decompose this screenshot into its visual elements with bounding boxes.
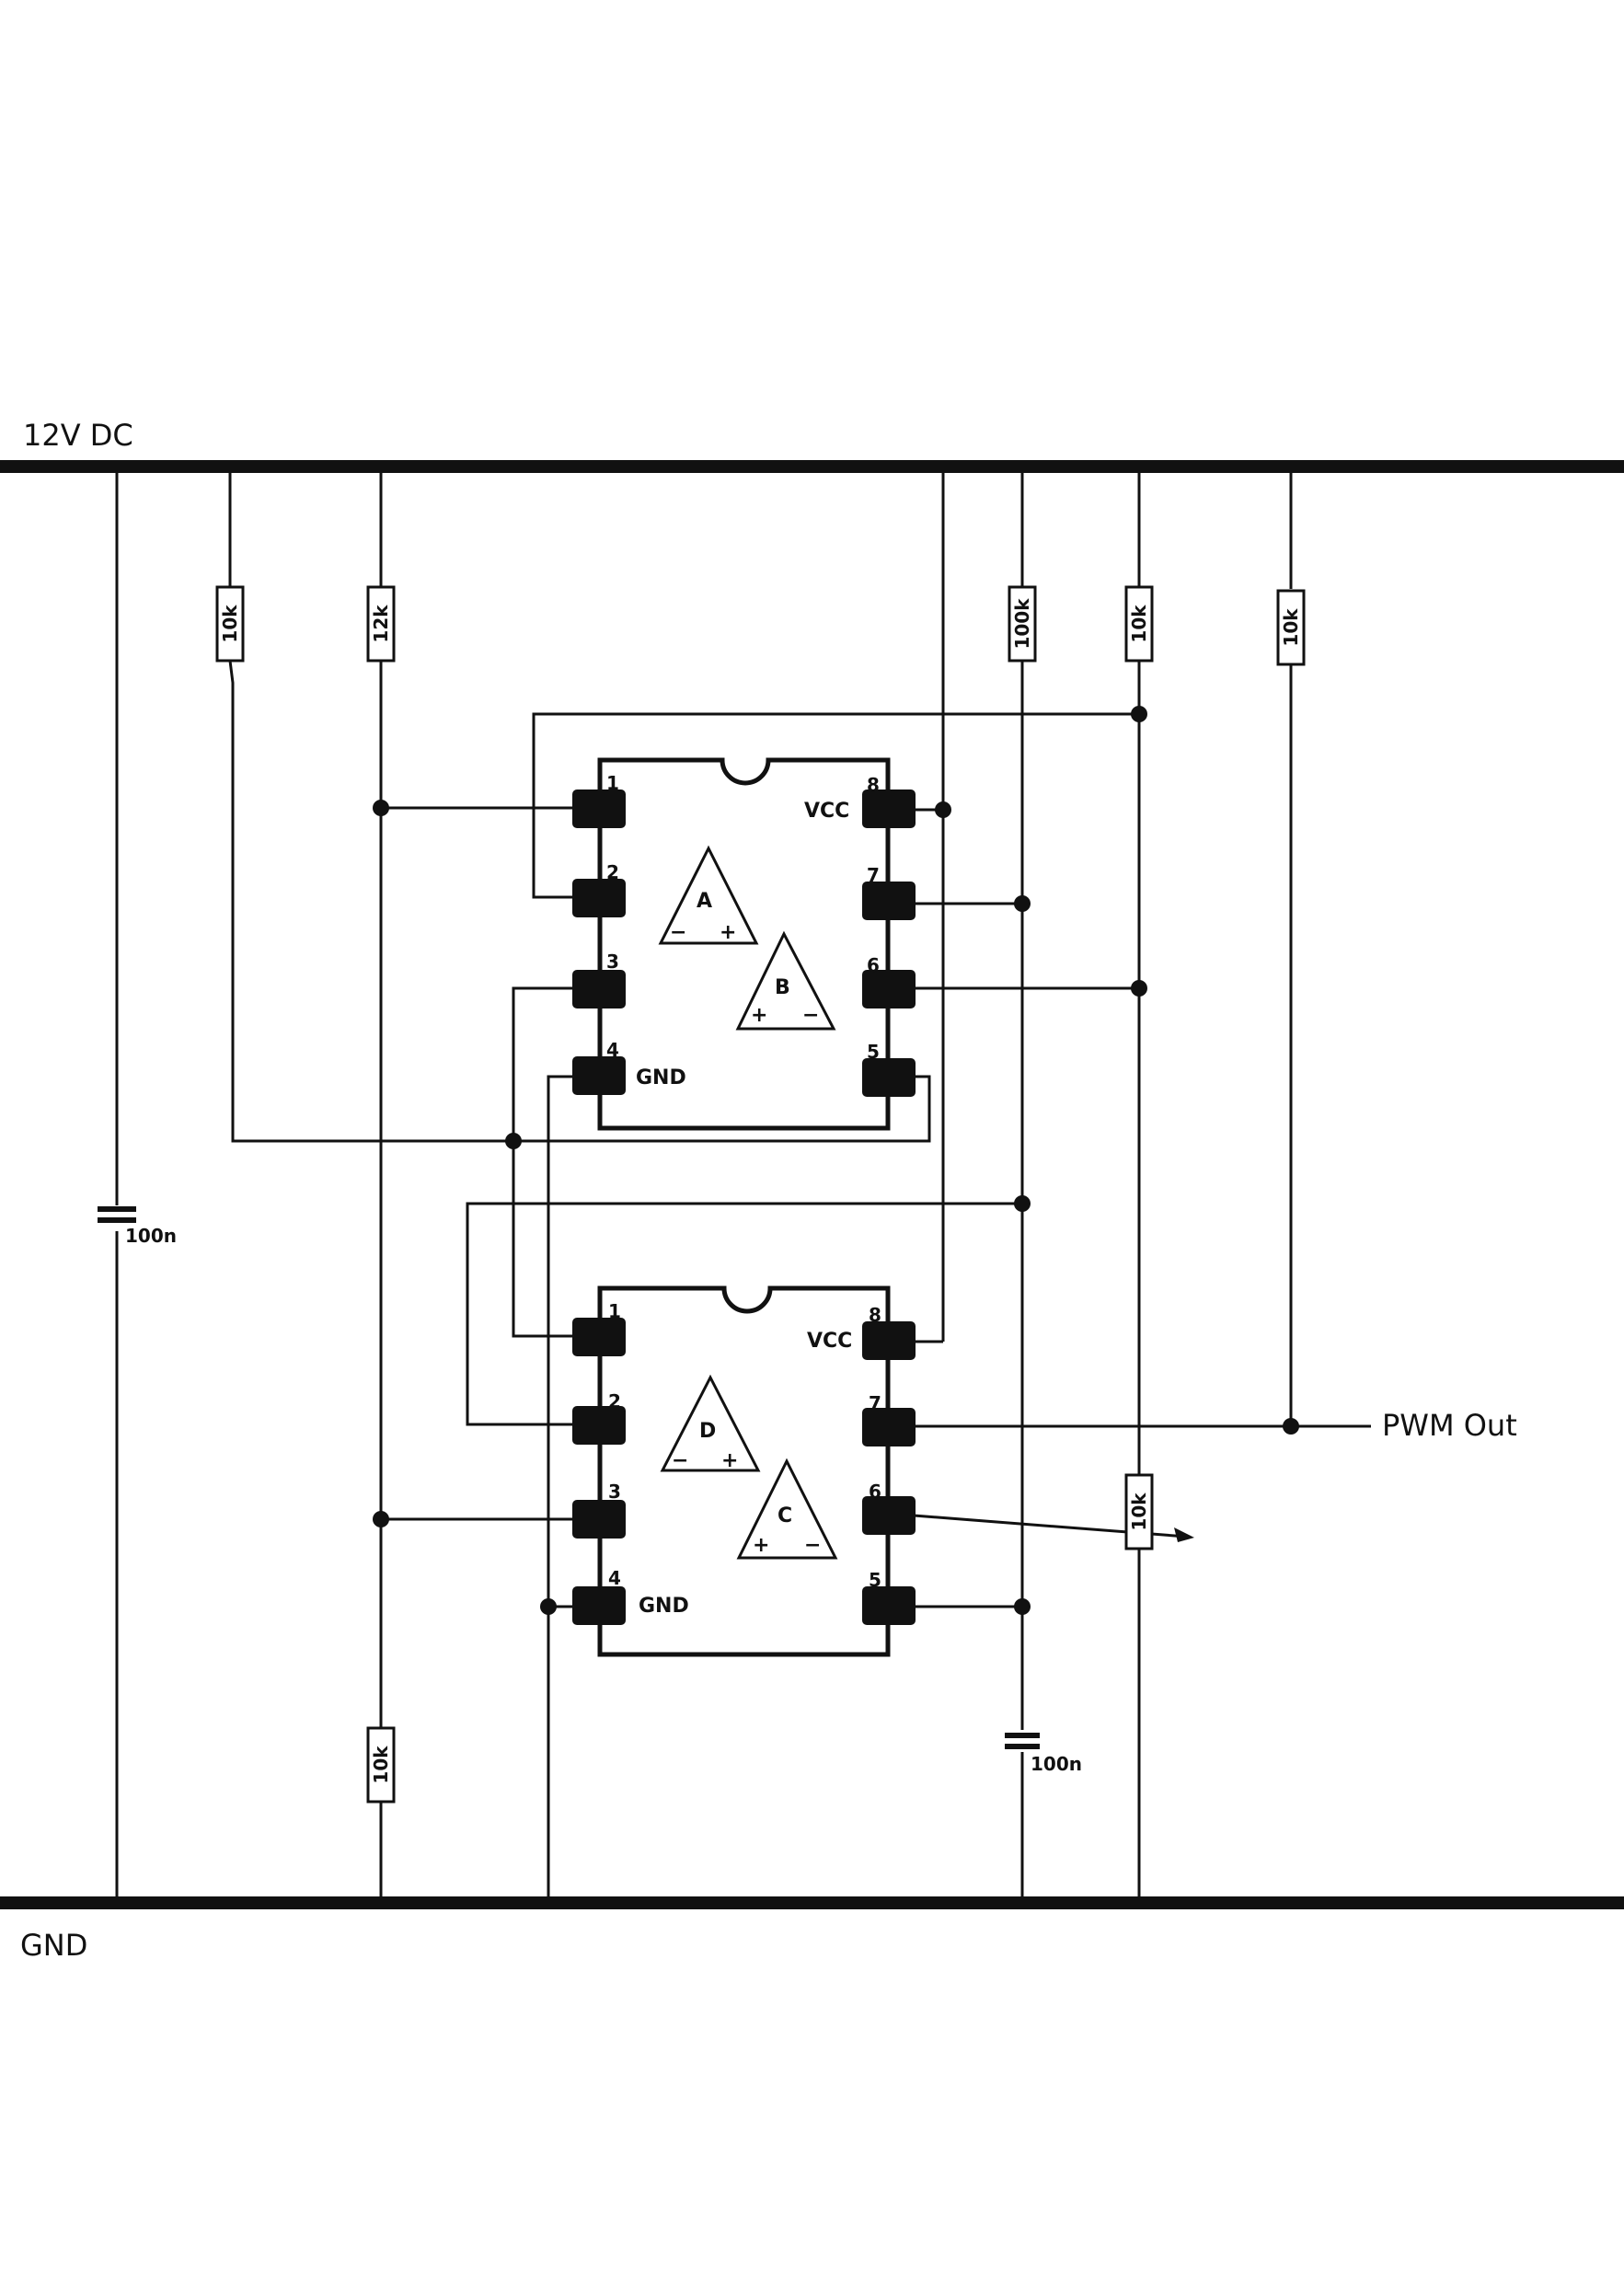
ic1-pin-4-label: 4 — [606, 1039, 619, 1061]
ic2-pin-2-label: 2 — [608, 1390, 621, 1412]
opamp-a-label: A — [697, 890, 712, 913]
ic1-pin-6-label: 6 — [867, 954, 880, 976]
opamp-d-label: D — [699, 1420, 716, 1443]
ic2-pin-7-label: 7 — [869, 1392, 881, 1414]
opamp-c-label: C — [777, 1504, 792, 1527]
svg-text:100n: 100n — [1031, 1753, 1082, 1775]
svg-text:10k: 10k — [1128, 1493, 1150, 1531]
ic1-gnd-label: GND — [636, 1066, 686, 1089]
resistor-r6: 10k — [366, 1726, 396, 1804]
ic2-pin-5-label: 5 — [869, 1569, 881, 1591]
svg-text:10k: 10k — [1280, 608, 1302, 647]
resistor-r1: 10k — [215, 585, 245, 663]
resistor-r4: 10k — [1124, 585, 1154, 663]
ic2-pin-8-label: 8 — [869, 1304, 881, 1326]
opamp-c-inverting: − — [804, 1534, 821, 1557]
supply-rail-label: 12V DC — [23, 418, 133, 453]
ic2-pin-1-label: 1 — [608, 1300, 621, 1322]
opamp-b-noninverting: + — [751, 1004, 767, 1027]
opamp-a-noninverting: + — [720, 921, 736, 944]
ic2-pin-4-label: 4 — [608, 1567, 621, 1589]
opamp-b-label: B — [775, 976, 790, 999]
resistor-r3: 100k — [1008, 585, 1037, 663]
opamp-b — [735, 930, 836, 1031]
svg-text:100k: 100k — [1011, 598, 1033, 650]
opamp-c-noninverting: + — [753, 1534, 769, 1557]
opamp-b-inverting: − — [802, 1004, 819, 1027]
ic1-pin-5-label: 5 — [867, 1041, 880, 1063]
ic2-gnd-label: GND — [639, 1595, 689, 1618]
svg-text:10k: 10k — [1128, 605, 1150, 643]
ic2-pin-3-label: 3 — [608, 1481, 621, 1503]
opamp-d-inverting: − — [672, 1449, 688, 1472]
ic2-pins — [572, 1318, 916, 1625]
resistor-r2: 12k — [366, 585, 396, 663]
ic2-vcc-label: VCC — [807, 1330, 852, 1353]
ic1-pin-7-label: 7 — [867, 864, 880, 886]
ic1-pin-8-label: 8 — [867, 774, 880, 796]
opamp-d — [660, 1374, 761, 1472]
svg-text:10k: 10k — [370, 1746, 392, 1784]
opamp-d-noninverting: + — [721, 1449, 738, 1472]
ic2-pin-6-label: 6 — [869, 1481, 881, 1503]
junction-dots — [373, 706, 1299, 1615]
svg-text:10k: 10k — [219, 605, 241, 643]
ic1-pin-1-label: 1 — [606, 772, 619, 794]
capacitor-c2: 100n — [1005, 1733, 1082, 1775]
opamp-a-inverting: − — [670, 921, 686, 944]
svg-text:12k: 12k — [370, 605, 392, 643]
ic1-pin-2-label: 2 — [606, 861, 619, 883]
opamp-a — [658, 845, 759, 945]
wiper-arrow-icon — [1174, 1527, 1194, 1542]
wires — [115, 467, 1371, 1903]
ic1-pins — [572, 789, 916, 1097]
pwm-output-label: PWM Out — [1382, 1408, 1517, 1443]
svg-text:100n: 100n — [125, 1225, 177, 1247]
potentiometer: 10k — [1124, 1473, 1194, 1550]
ic1-pin-3-label: 3 — [606, 951, 619, 973]
ic1-vcc-label: VCC — [804, 800, 849, 823]
ground-rail-label: GND — [20, 1928, 87, 1963]
resistor-r5: 10k — [1276, 589, 1306, 666]
opamp-c — [736, 1458, 838, 1560]
capacitor-c1: 100n — [98, 1206, 177, 1247]
